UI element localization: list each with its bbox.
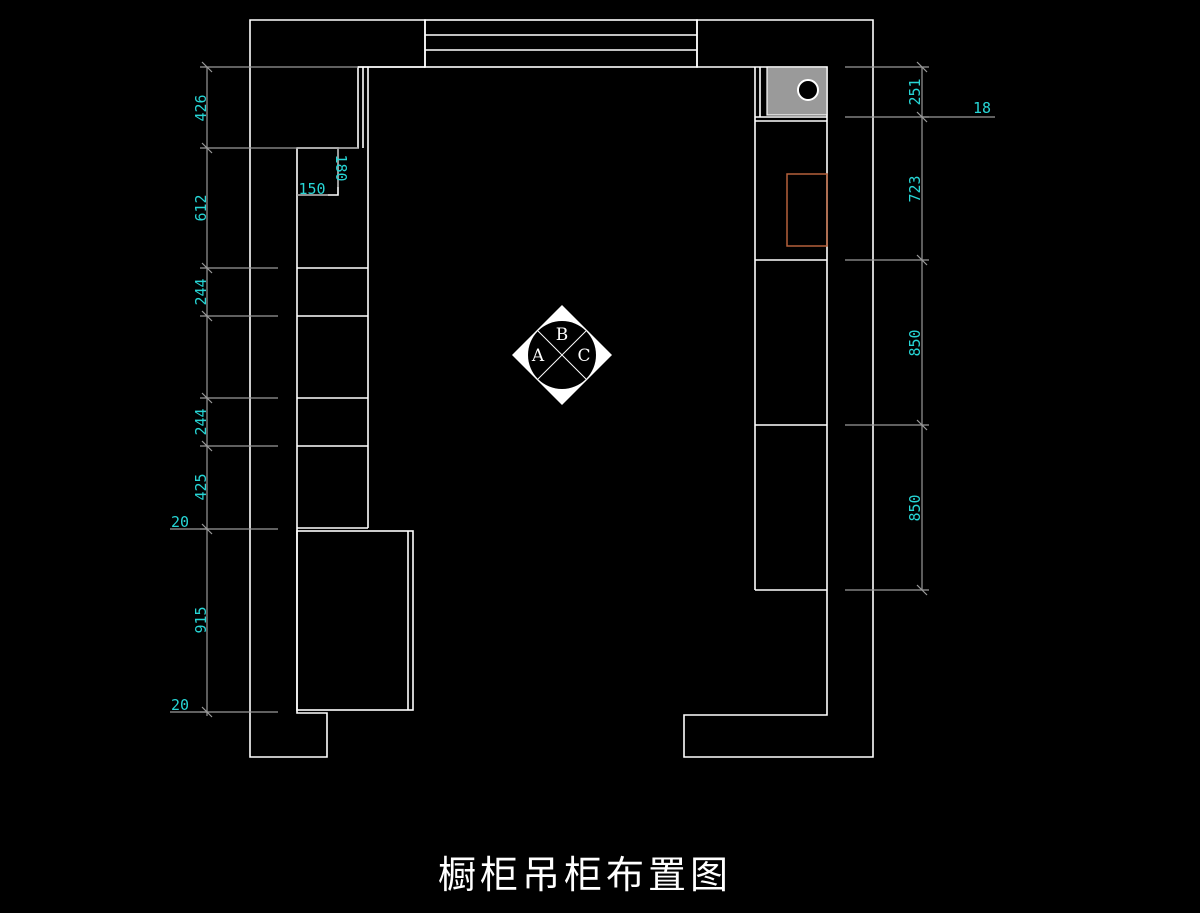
drawing-title: 橱柜吊柜布置图 (438, 853, 732, 897)
dimension-tick (916, 419, 928, 431)
dim-244-b: 244 (192, 408, 210, 435)
dimension-tick (201, 310, 213, 322)
dimension-tick (201, 142, 213, 154)
view-marker-icon: A B C (512, 305, 612, 405)
dim-850-b: 850 (906, 494, 924, 521)
dim-723: 723 (906, 175, 924, 202)
dim-915: 915 (192, 606, 210, 633)
left-wall (249, 19, 426, 758)
dim-18: 18 (973, 99, 991, 117)
view-label-a: A (531, 346, 545, 366)
dimension-tick (916, 254, 928, 266)
dimension-tick (916, 61, 928, 73)
dimension-tick (201, 392, 213, 404)
view-label-c: C (577, 346, 590, 366)
dim-426: 426 (192, 94, 210, 121)
dimension-tick (201, 61, 213, 73)
dim-612: 612 (192, 194, 210, 221)
right-wall (683, 19, 874, 758)
view-label-b: B (556, 325, 569, 345)
appliance-outline (786, 173, 828, 247)
right-dimension-chain: 251 723 850 850 18 (845, 61, 995, 596)
dim-251: 251 (906, 78, 924, 105)
dimension-tick (201, 262, 213, 274)
left-dimension-chain: 426 612 244 244 425 915 20 20 (170, 61, 358, 718)
desk-cabinet (296, 530, 414, 711)
dim-150: 150 (298, 180, 325, 198)
window (424, 19, 698, 68)
drain-icon (797, 79, 819, 101)
dim-244-a: 244 (192, 278, 210, 305)
dim-20-bottom: 20 (171, 696, 189, 714)
dim-20-top: 20 (171, 513, 189, 531)
dim-425: 425 (192, 473, 210, 500)
dim-850-a: 850 (906, 329, 924, 356)
dimension-tick (201, 440, 213, 452)
dim-180: 180 (332, 154, 350, 181)
right-wall-cabinets (754, 66, 828, 591)
dimension-tick (916, 584, 928, 596)
notch-dimensions: 180 150 (297, 148, 350, 198)
